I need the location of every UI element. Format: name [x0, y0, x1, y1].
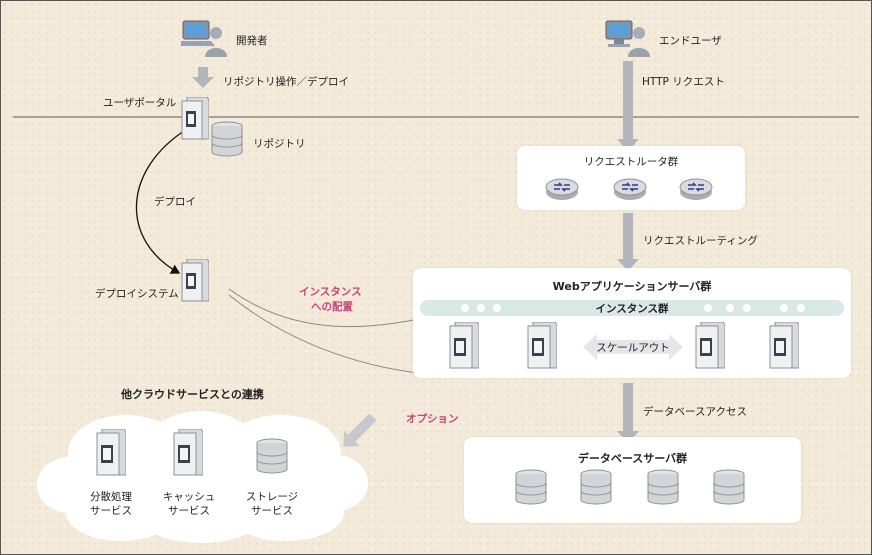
http-request-label: HTTP リクエスト — [642, 76, 725, 88]
developer-icon — [181, 20, 227, 57]
portal-server-icon — [181, 97, 209, 140]
end-user-icon — [605, 20, 650, 57]
distributed-label-1: 分散処理 — [90, 491, 132, 503]
app-server-icon — [695, 322, 725, 369]
request-router-box: リクエストルータ群 — [517, 146, 745, 210]
repo-ops-label: リポジトリ操作／デプロイ — [223, 76, 349, 88]
instance-dots — [461, 304, 805, 312]
developer-to-portal-arrow — [192, 67, 214, 88]
option-label: オプション — [406, 413, 459, 425]
placement-label-2: への配置 — [311, 301, 353, 313]
cache-server-icon — [173, 429, 203, 476]
db-icon — [580, 469, 612, 505]
end-user-label: エンドユーザ — [659, 35, 722, 47]
app-server-icon — [769, 322, 799, 369]
router-icon — [613, 178, 647, 200]
deploy-curve — [135, 128, 188, 274]
distributed-label-2: サービス — [90, 505, 132, 517]
developer-label: 開発者 — [236, 35, 268, 47]
instance-bar-label: インスタンス群 — [595, 303, 669, 315]
db-server-box: データベースサーバ群 — [464, 437, 801, 523]
storage-db-icon — [256, 438, 288, 474]
cache-label-2: サービス — [168, 505, 210, 517]
repository-label: リポジトリ — [253, 138, 306, 150]
repository-db-icon — [211, 121, 243, 157]
db-access-label: データベースアクセス — [643, 406, 747, 418]
user-portal-label: ユーザポータル — [103, 97, 177, 109]
cloud-title: 他クラウドサービスとの連携 — [121, 388, 264, 401]
distributed-server-icon — [96, 429, 126, 476]
placement-label-1: インスタンス — [299, 286, 362, 298]
db-icon — [713, 469, 745, 505]
storage-label-2: サービス — [251, 505, 293, 517]
app-server-icon — [449, 322, 479, 369]
deploy-system-server-icon — [181, 259, 209, 302]
deploy-system-label: デプロイシステム — [95, 288, 179, 300]
routing-arrow — [617, 213, 639, 271]
db-access-arrow — [617, 383, 639, 443]
cache-label-1: キャッシュ — [162, 491, 216, 503]
storage-label-1: ストレージ — [245, 491, 299, 503]
instance-bar — [420, 300, 844, 316]
scale-out-arrow-icon — [583, 334, 683, 360]
web-app-server-box: Webアプリケーションサーバ群 インスタンス群 スケール — [413, 268, 851, 378]
user-to-router-arrow — [617, 61, 639, 151]
app-server-icon — [527, 322, 557, 369]
request-routing-label: リクエストルーティング — [643, 235, 758, 247]
request-router-title: リクエストルータ群 — [583, 156, 679, 168]
deploy-label: デプロイ — [154, 196, 196, 208]
router-icon — [545, 178, 579, 200]
router-icon — [679, 178, 713, 200]
option-arrow — [343, 413, 377, 447]
db-icon — [515, 469, 547, 505]
web-app-server-title: Webアプリケーションサーバ群 — [552, 280, 712, 293]
db-server-title: データベースサーバ群 — [577, 452, 688, 465]
scale-out-label: スケールアウト — [596, 342, 670, 354]
db-icon — [647, 469, 679, 505]
